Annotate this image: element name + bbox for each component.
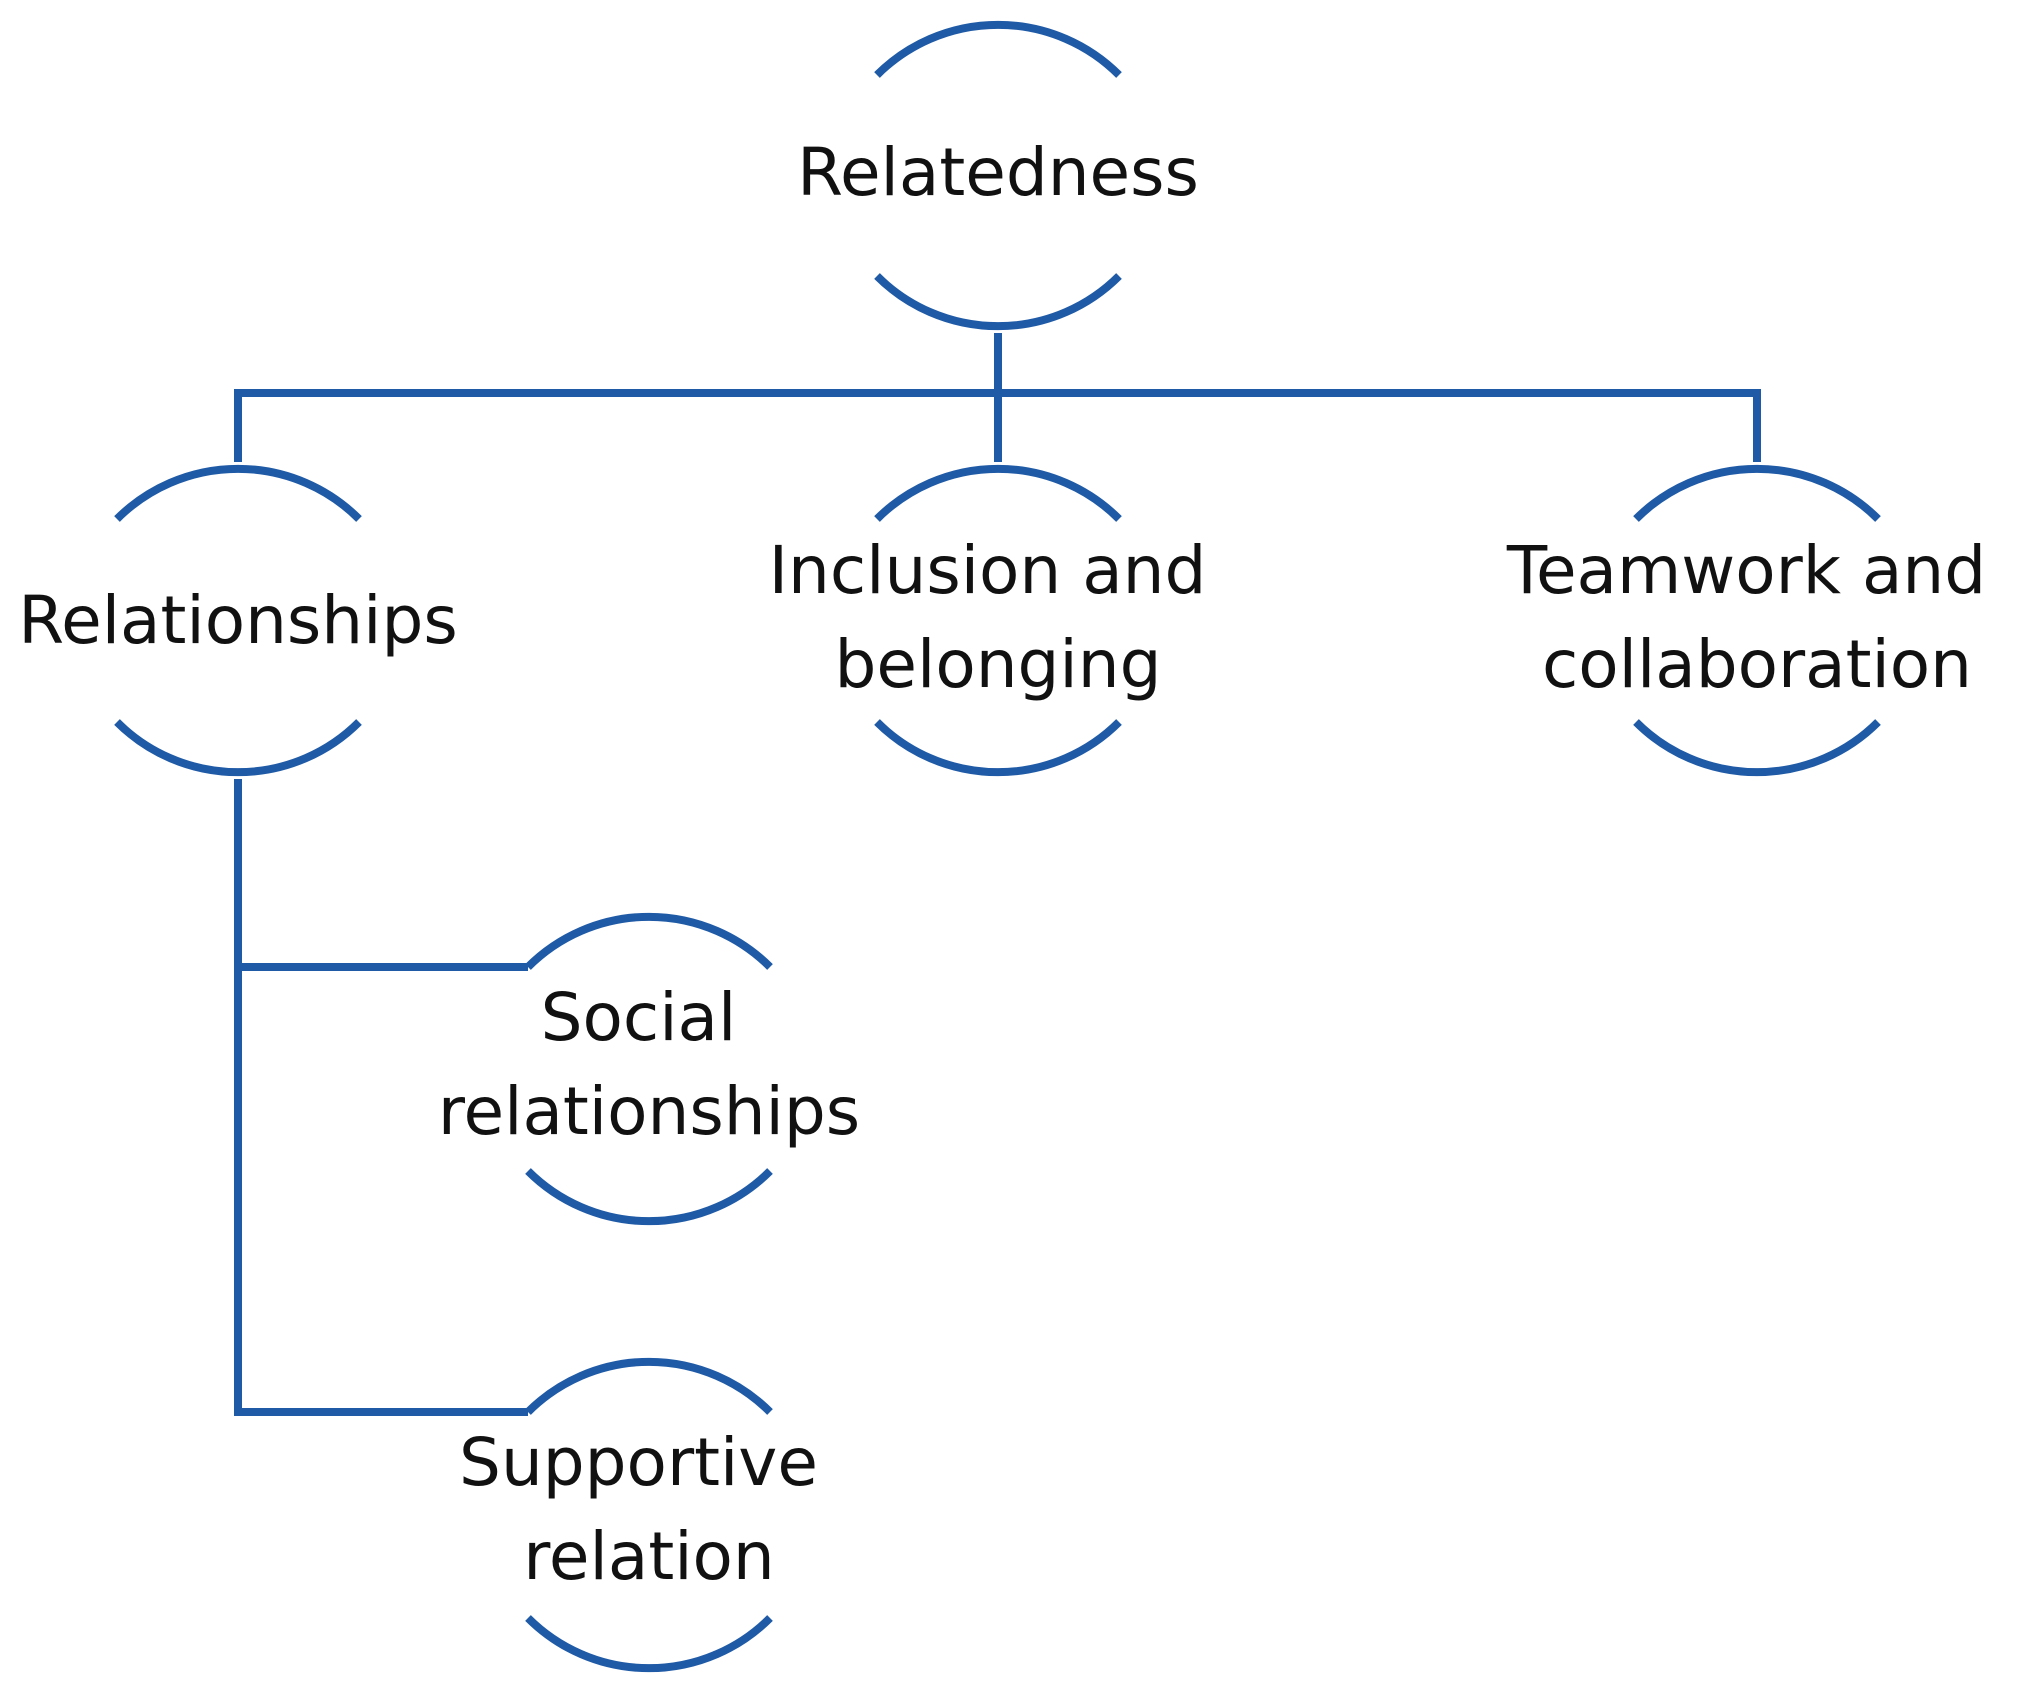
node-relationships-line-1: Relationships <box>18 582 458 659</box>
connector-relationships-trunk <box>234 779 528 1416</box>
node-inclusion-and-belonging: Inclusion and belonging <box>769 532 1228 703</box>
node-inclusion-line-1: Inclusion and <box>769 532 1207 609</box>
inclusion-top-arc <box>874 464 1122 522</box>
node-teamwork-and-collaboration: Teamwork and collaboration <box>1506 532 2007 703</box>
teamwork-bottom-arc <box>1633 719 1881 777</box>
relationships-bottom-arc <box>114 719 362 777</box>
relatedness-top-arc <box>874 20 1122 78</box>
supportive-top-arc <box>525 1357 773 1415</box>
node-relatedness-line-1: Relatedness <box>797 134 1199 211</box>
relatedness-bottom-arc <box>874 273 1122 331</box>
social-bottom-arc <box>525 1168 773 1226</box>
node-inclusion-line-2: belonging <box>834 626 1161 703</box>
node-supportive-line-2: relation <box>523 1518 775 1595</box>
node-supportive-line-1: Supportive <box>459 1424 818 1501</box>
inclusion-bottom-arc <box>874 719 1122 777</box>
teamwork-top-arc <box>1633 464 1881 522</box>
node-social-line-2: relationships <box>438 1073 860 1150</box>
node-relationships: Relationships <box>18 582 458 659</box>
node-social-line-1: Social <box>541 979 737 1056</box>
relationships-top-arc <box>114 464 362 522</box>
supportive-bottom-arc <box>525 1615 773 1673</box>
node-social-relationships: Social relationships <box>438 979 860 1150</box>
node-teamwork-line-1: Teamwork and <box>1506 532 1986 609</box>
node-relatedness: Relatedness <box>797 134 1199 211</box>
node-teamwork-line-2: collaboration <box>1542 626 1972 703</box>
node-supportive-relation: Supportive relation <box>459 1424 839 1595</box>
social-top-arc <box>525 912 773 970</box>
